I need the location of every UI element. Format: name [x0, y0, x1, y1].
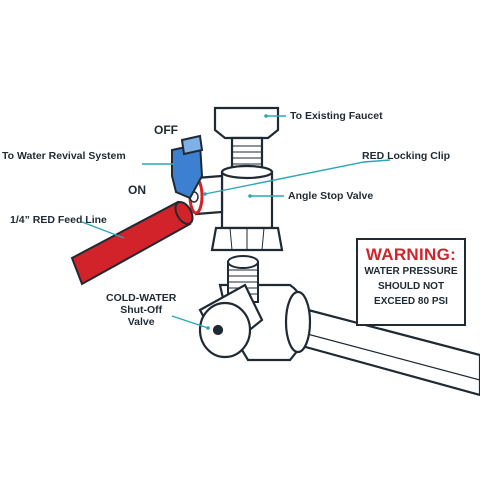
label-angle-stop-valve: Angle Stop Valve: [288, 190, 374, 202]
label-cold-water-line2: Shut-Off: [120, 304, 163, 316]
angle-stop-valve: [194, 164, 284, 252]
label-cold-water-valve: COLD-WATER Shut-Off Valve: [106, 292, 176, 328]
label-on: ON: [128, 183, 146, 197]
warning-line-1: WATER PRESSURE: [364, 266, 458, 277]
warning-line-3: EXCEED 80 PSI: [374, 296, 448, 307]
faucet-pipe: [213, 106, 280, 174]
label-cold-water-line3: Valve: [127, 316, 155, 328]
warning-title: WARNING:: [365, 245, 457, 264]
warning-line-2: SHOULD NOT: [377, 281, 445, 292]
blue-handle: [171, 134, 204, 200]
label-cold-water-line1: COLD-WATER: [106, 292, 177, 304]
arrow-leader-icon: [203, 114, 268, 330]
label-existing-faucet: To Existing Faucet: [290, 110, 383, 122]
label-off: OFF: [154, 123, 178, 137]
leader-lines: [81, 115, 391, 329]
red-feed-line: [70, 200, 194, 286]
label-water-revival: To Water Revival System: [2, 150, 126, 162]
label-red-locking-clip: RED Locking Clip: [362, 150, 451, 162]
warning-box: WARNING: WATER PRESSURE SHOULD NOT EXCEE…: [356, 238, 466, 326]
shutoff-valve: [198, 283, 264, 359]
label-feed-line: 1/4” RED Feed Line: [10, 214, 107, 226]
